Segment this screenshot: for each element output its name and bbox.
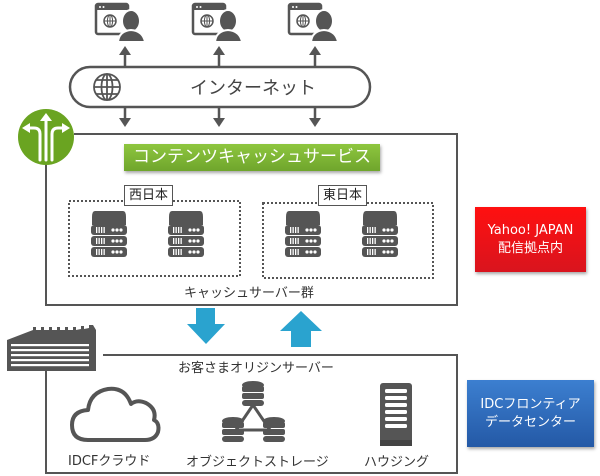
origin-server-label: お客さまオリジンサーバー (178, 361, 334, 376)
idcf-location-line1: IDCフロンティア (480, 396, 581, 412)
server-rack-icon (380, 383, 412, 446)
user-browser-icon-1 (94, 2, 147, 44)
origin-item-label-cloud: IDCFクラウド (68, 454, 151, 469)
cache-service-box (45, 133, 458, 306)
flow-arrow-down-icon (187, 308, 225, 344)
cache-server-icon (362, 211, 398, 257)
idcf-datacenter-location-badge: IDCフロンティア データセンター (467, 380, 594, 447)
cache-service-banner: コンテンツキャッシュサービス (124, 144, 380, 171)
region-tag-east: 東日本 (318, 185, 368, 206)
origin-box (45, 345, 458, 474)
cache-server-icon (91, 211, 127, 257)
idcf-location-line2: データセンター (484, 414, 576, 430)
origin-item-label-storage: オブジェクトストレージ (186, 455, 329, 470)
user-browser-icon-2 (191, 2, 244, 44)
yahoo-location-line2: 配信拠点内 (497, 240, 563, 256)
internet-cloud-pill (68, 65, 372, 109)
route-arrows-icon (18, 109, 74, 165)
internet-label: インターネット (190, 78, 316, 99)
origin-item-label-housing: ハウジング (364, 455, 430, 470)
user-browser-icon-3 (287, 2, 340, 44)
cache-server-group-label: キャッシュサーバー群 (184, 286, 314, 301)
cache-server-icon (168, 211, 204, 257)
arrow-up-icon (119, 46, 321, 66)
yahoo-japan-location-badge: Yahoo! JAPAN 配信拠点内 (475, 207, 586, 272)
flow-arrow-up-icon (280, 311, 322, 347)
globe-icon (93, 73, 121, 101)
arrow-down-icon (119, 108, 321, 127)
object-storage-icon (222, 381, 285, 442)
cache-server-icon (285, 211, 321, 257)
datacenter-building-icon (7, 325, 96, 371)
region-tag-west: 西日本 (124, 185, 174, 206)
yahoo-location-line1: Yahoo! JAPAN (487, 222, 574, 238)
cloud-icon (70, 386, 161, 442)
